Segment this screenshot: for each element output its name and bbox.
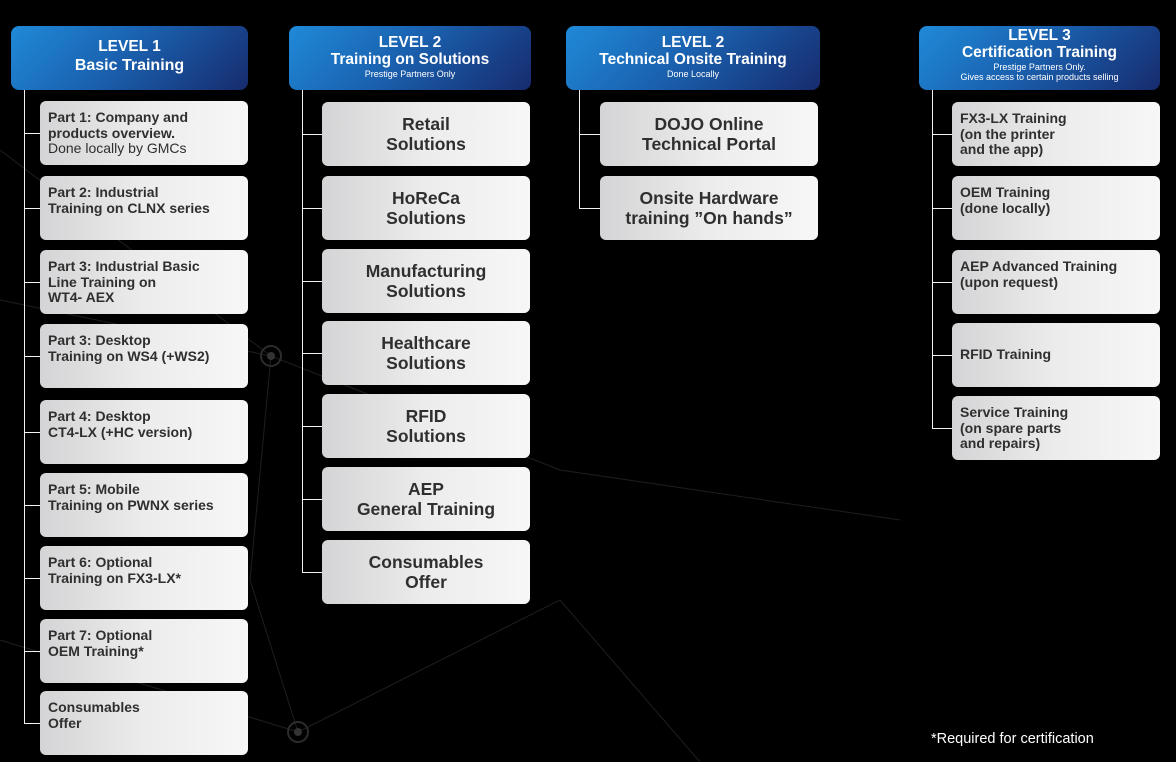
level1-item-note: Done locally by GMCs	[48, 140, 187, 156]
level3-item: AEP Advanced Training (upon request)	[952, 250, 1160, 314]
level1-connector-branch	[24, 505, 40, 506]
level2-solutions-item-label: HoReCa Solutions	[386, 188, 466, 228]
level1-item-label: Consumables Offer	[48, 699, 140, 731]
level3-connector-branch	[932, 134, 952, 135]
level1-item: Part 3: Industrial Basic Line Training o…	[40, 250, 248, 314]
level1-title: Basic Training	[74, 57, 185, 74]
level1-connector-branch	[24, 282, 40, 283]
level1-item: Part 7: Optional OEM Training*	[40, 619, 248, 683]
level2-solutions-header: LEVEL 2 Training on Solutions Prestige P…	[289, 26, 531, 90]
level1-connector-branch	[24, 432, 40, 433]
level3-item-label: Service Training (on spare parts and rep…	[960, 404, 1069, 451]
level2-onsite-item: DOJO Online Technical Portal	[600, 102, 818, 166]
level3-header: LEVEL 3 Certification Training Prestige …	[919, 26, 1160, 90]
level3-subtitle-2: Gives access to certain products selling	[960, 72, 1119, 82]
level3-title: Certification Training	[961, 44, 1117, 61]
level1-item-label: Part 4: Desktop CT4-LX (+HC version)	[48, 408, 193, 440]
level3-item-label: FX3-LX Training (on the printer and the …	[960, 110, 1067, 157]
level3-item-label: AEP Advanced Training (upon request)	[960, 258, 1118, 290]
level2-solutions-connector-line	[302, 90, 303, 572]
level1-connector-branch	[24, 356, 40, 357]
level3-item-label: OEM Training (done locally)	[960, 184, 1051, 216]
level2-onsite-item-label: Onsite Hardware training ”On hands”	[625, 188, 793, 228]
level1-header: LEVEL 1 Basic Training	[11, 26, 248, 90]
level2-solutions-item: Healthcare Solutions	[322, 321, 530, 385]
level2-solutions-item-label: Consumables Offer	[368, 552, 484, 592]
level1-item: Part 1: Company and products overview.Do…	[40, 101, 248, 165]
level2-solutions-item-label: Manufacturing Solutions	[365, 261, 487, 301]
level2-onsite-connector-branch	[579, 134, 600, 135]
level2-onsite-title: Technical Onsite Training	[599, 51, 787, 68]
level2-onsite-header: LEVEL 2 Technical Onsite Training Done L…	[566, 26, 820, 90]
level3-subtitle: Prestige Partners Only.	[993, 62, 1086, 72]
level2-solutions-item-label: AEP General Training	[356, 479, 496, 519]
level1-item-label: Part 3: Desktop Training on WS4 (+WS2)	[48, 332, 210, 364]
level2-onsite-subtitle: Done Locally	[666, 69, 720, 79]
level1-item: Part 3: Desktop Training on WS4 (+WS2)	[40, 324, 248, 388]
footnote: *Required for certification	[931, 731, 1094, 747]
level1-connector-branch	[24, 133, 40, 134]
level2-solutions-item-label: Healthcare Solutions	[381, 333, 471, 373]
level3-connector-branch	[932, 355, 952, 356]
level1-item: Part 6: Optional Training on FX3-LX*	[40, 546, 248, 610]
level2-solutions-item-label: Retail Solutions	[386, 114, 466, 154]
level1-connector-branch	[24, 723, 40, 724]
level3-item: OEM Training (done locally)	[952, 176, 1160, 240]
level1-item-label: Part 3: Industrial Basic Line Training o…	[48, 258, 200, 305]
level2-solutions-connector-branch	[302, 426, 322, 427]
level2-onsite-connector-line	[579, 90, 580, 208]
level1-item: Part 4: Desktop CT4-LX (+HC version)	[40, 400, 248, 464]
level2-onsite-connector-branch	[579, 208, 600, 209]
level1-connector-line	[24, 90, 25, 723]
level3-connector-branch	[932, 208, 952, 209]
level1-connector-branch	[24, 208, 40, 209]
level2-onsite-item: Onsite Hardware training ”On hands”	[600, 176, 818, 240]
level2-solutions-connector-branch	[302, 499, 322, 500]
level3-item-label: RFID Training	[960, 346, 1051, 363]
level2-solutions-item: Consumables Offer	[322, 540, 530, 604]
level2-solutions-connector-branch	[302, 134, 322, 135]
level2-solutions-connector-branch	[302, 353, 322, 354]
level2-solutions-item: RFID Solutions	[322, 394, 530, 458]
level1-item-label: Part 2: Industrial Training on CLNX seri…	[48, 184, 210, 216]
level1-connector-branch	[24, 651, 40, 652]
level1-connector-branch	[24, 578, 40, 579]
level2-solutions-connector-branch	[302, 281, 322, 282]
level2-solutions-subtitle: Prestige Partners Only	[364, 69, 456, 79]
level2-onsite-level-label: LEVEL 2	[661, 34, 725, 51]
level1-item: Part 5: Mobile Training on PWNX series	[40, 473, 248, 537]
level1-item-label: Part 5: Mobile Training on PWNX series	[48, 481, 214, 513]
level1-item: Consumables Offer	[40, 691, 248, 755]
level1-item-label: Part 1: Company and products overview.	[48, 109, 189, 141]
level2-solutions-item: AEP General Training	[322, 467, 530, 531]
level2-solutions-item: Manufacturing Solutions	[322, 249, 530, 313]
level2-solutions-item: HoReCa Solutions	[322, 176, 530, 240]
level2-solutions-level-label: LEVEL 2	[378, 34, 442, 51]
level1-level-label: LEVEL 1	[98, 38, 161, 55]
level3-connector-branch	[932, 282, 952, 283]
level3-item: RFID Training	[952, 323, 1160, 387]
level2-solutions-connector-branch	[302, 572, 322, 573]
level3-item: FX3-LX Training (on the printer and the …	[952, 102, 1160, 166]
level2-solutions-connector-branch	[302, 208, 322, 209]
level2-solutions-item-label: RFID Solutions	[386, 406, 466, 446]
level3-connector-branch	[932, 428, 952, 429]
level2-solutions-item: Retail Solutions	[322, 102, 530, 166]
level3-item: Service Training (on spare parts and rep…	[952, 396, 1160, 460]
level1-item-label: Part 7: Optional OEM Training*	[48, 627, 153, 659]
level2-solutions-title: Training on Solutions	[330, 51, 490, 68]
level1-item: Part 2: Industrial Training on CLNX seri…	[40, 176, 248, 240]
level3-level-label: LEVEL 3	[1008, 27, 1071, 44]
level2-onsite-item-label: DOJO Online Technical Portal	[642, 114, 776, 154]
level3-connector-line	[932, 90, 933, 428]
level1-item-label: Part 6: Optional Training on FX3-LX*	[48, 554, 182, 586]
